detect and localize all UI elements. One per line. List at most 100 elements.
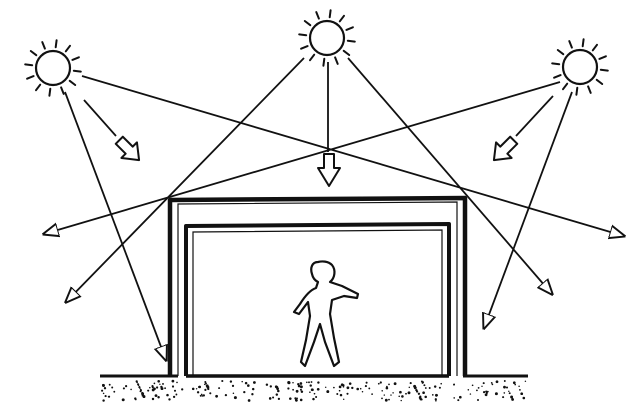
ground-stipple-dot <box>230 380 232 382</box>
ground-stipple-dot <box>503 392 505 394</box>
ground-stipple-dot <box>423 384 425 386</box>
ground-stipple-dot <box>296 390 299 393</box>
ground-stipple-dot <box>401 395 404 398</box>
sun-ray-stroke <box>601 70 608 71</box>
ground-stipple-dot <box>289 397 292 400</box>
ground-stipple-dot <box>356 388 359 391</box>
ground-stipple-dot <box>312 398 314 400</box>
ground-stipple-dot <box>154 383 156 385</box>
ground-stipple-dot <box>252 388 254 390</box>
ground-stipple-dot <box>440 383 442 385</box>
ground-stipple-dot <box>388 399 390 401</box>
ground-stipple-dot <box>209 392 211 394</box>
ground-stipple-dot <box>504 380 506 382</box>
ground-stipple-dot <box>508 391 509 392</box>
ground-stipple-dot <box>425 387 427 389</box>
sun-ray-stroke <box>36 85 40 91</box>
ground-stipple-dot <box>457 399 459 401</box>
ray-right-to-floor <box>484 92 572 328</box>
ground-stipple-dot <box>381 390 383 392</box>
ground-stipple-dot <box>103 393 105 395</box>
ground-stipple-dot <box>349 382 352 385</box>
ground-stipple-dot <box>336 393 338 395</box>
ground-stipple-dot <box>276 387 279 390</box>
ground-stipple-dot <box>253 381 256 384</box>
ground-stipple-dot <box>325 387 326 388</box>
ground-stipple-dot <box>343 399 344 400</box>
ground-stipple-dot <box>477 399 479 401</box>
ground-stipple-dot <box>483 382 485 384</box>
ground-stipple-dot <box>270 385 272 387</box>
ground-stipple-dot <box>109 384 111 386</box>
ground-stipple-dot <box>123 387 125 389</box>
sun-ray-stroke <box>563 84 567 90</box>
ground-stipple-dot <box>414 386 417 389</box>
ground-stipple-dot <box>111 387 113 389</box>
ground-stipple-dot <box>296 398 298 400</box>
ground-stipple-dot <box>503 386 506 389</box>
ground-stipple-dot <box>341 383 344 386</box>
ground-stipple-dot <box>384 394 385 395</box>
ground-stipple-dot <box>204 389 206 391</box>
ground-stipple-dot <box>102 399 104 401</box>
sun-ray-stroke <box>593 45 597 51</box>
ground-stipple-dot <box>422 382 424 384</box>
ground-stipple-dot <box>159 384 160 385</box>
ground-stipple-dot <box>218 387 220 389</box>
ground-stipple-dot <box>418 393 420 395</box>
ground-stipple-dot <box>233 393 235 395</box>
sun-ray-stroke <box>588 86 591 93</box>
sun-ray-stroke <box>305 21 311 25</box>
sun-ray-stroke <box>335 57 338 64</box>
ground-stipple-dot <box>295 399 298 402</box>
ground-stipple-dot <box>266 383 268 385</box>
ground-stipple-dot <box>248 399 251 402</box>
ground-stipple-dot <box>292 382 293 383</box>
ground-stipple-dot <box>306 382 308 384</box>
ground-stipple-dot <box>491 382 493 384</box>
ground-stipple-dot <box>429 387 431 389</box>
ground-stipple-dot <box>398 396 400 398</box>
ground-stipple-dot <box>495 392 498 395</box>
sun-ray-stroke <box>66 46 70 52</box>
sun-ray-stroke <box>299 34 306 35</box>
ground-stipple-dot <box>476 390 478 392</box>
sun-ray-stroke <box>310 55 314 61</box>
ground-stipple-dot <box>122 398 125 401</box>
ground-stipple-dot <box>392 392 393 393</box>
ground-stipple-dot <box>459 396 462 399</box>
ground-stipple-dot <box>333 387 335 389</box>
block-arrow-right-shaft <box>516 96 553 136</box>
ground-stipple-dot <box>326 390 329 393</box>
sun-rays <box>44 58 624 360</box>
ground-stipple-dot <box>225 394 227 396</box>
ground-stipple-dot <box>435 394 438 397</box>
sun-ray-stroke <box>27 76 33 79</box>
ground-stipple-dot <box>157 380 160 383</box>
ground-stipple-dot <box>277 390 280 393</box>
ground <box>100 376 528 402</box>
ground-stipple-dot <box>247 384 250 387</box>
ground-stipple-dot <box>521 393 523 395</box>
sun-ray-stroke <box>323 59 324 66</box>
ground-stipple-dot <box>172 380 175 383</box>
ground-stipple-dot <box>102 384 105 387</box>
ground-stipple-dot <box>388 384 390 386</box>
ground-stipple-dot <box>523 397 526 400</box>
ground-stipple-dot <box>105 395 107 397</box>
ground-stipple-dot <box>317 381 319 383</box>
ground-stipple-dot <box>519 389 521 391</box>
sun-ray-stroke <box>31 51 37 55</box>
sun-ray-stroke <box>72 57 79 60</box>
ground-stipple-dot <box>309 391 311 393</box>
ground-stipple-dot <box>181 388 183 390</box>
sun-ray-stroke <box>56 40 57 47</box>
sun-ray-stroke <box>583 39 584 46</box>
ground-stipple-dot <box>300 399 303 402</box>
ground-stipple-dot <box>347 386 350 389</box>
ground-stipple-dot <box>136 382 138 384</box>
ground-stipple-dot <box>312 389 314 391</box>
sun-ray-stroke <box>552 63 559 64</box>
ground-stipple-dot <box>301 390 303 392</box>
